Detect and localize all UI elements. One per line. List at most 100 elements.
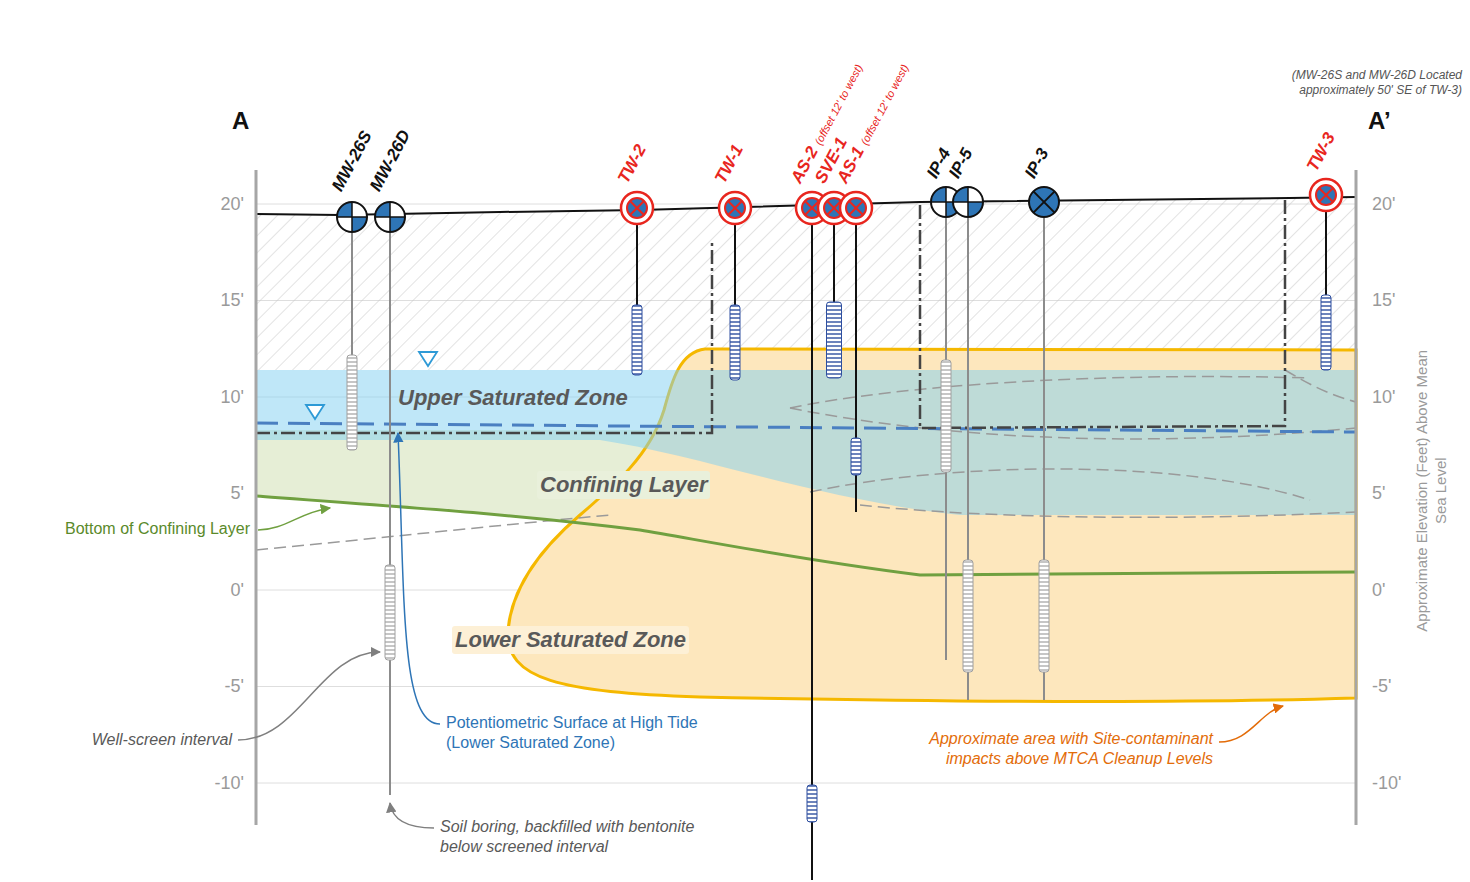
well-symbol-core (627, 198, 647, 218)
well-symbol-ring (840, 192, 872, 224)
elevation-tick: 5' (1372, 482, 1385, 505)
well-symbol-outline (337, 202, 367, 232)
well-symbol-cross (967, 187, 969, 217)
axis-line (255, 170, 258, 825)
axis-title-group: Approximate Elevation (Feet) Above Mean … (1282, 472, 1470, 510)
elevation-tick: -10' (215, 772, 244, 795)
well-screen (632, 305, 642, 375)
well-symbol-cross (729, 202, 742, 215)
well-symbol-outline (375, 202, 405, 232)
zone-label-group: Lower Saturated Zone (452, 626, 689, 654)
water-level-line (920, 198, 1285, 428)
section-end-label-group: A’ (1368, 106, 1391, 136)
offset-note: (offset 12' to west) (858, 62, 911, 147)
callout-label-group: Approximate area with Site-contaminant i… (883, 729, 1213, 769)
well-symbol (840, 192, 872, 224)
axis-title: Approximate Elevation (Feet) Above Mean … (1413, 341, 1451, 641)
elevation-tick-group: 15' (221, 289, 244, 312)
zone-label-group: Upper Saturated Zone (395, 384, 631, 412)
well-symbol-cross (351, 202, 353, 232)
well-symbol-cross (850, 202, 863, 215)
well-screen (1321, 295, 1331, 370)
elevation-tick: -5' (1372, 675, 1391, 698)
well-name-group: IP-3 (1022, 145, 1052, 181)
well-symbol-cross (1033, 191, 1054, 212)
elevation-tick-group: -5' (225, 675, 244, 698)
well-symbol-cross (806, 202, 819, 215)
water-level-line (256, 240, 712, 433)
lens-boundary (860, 505, 1356, 517)
well-name: TW-3 (1303, 129, 1339, 174)
elevation-tick: -5' (225, 675, 244, 698)
elevation-tick-group: 10' (1372, 386, 1395, 409)
well-symbol-ring (719, 192, 751, 224)
leader-line (258, 508, 330, 530)
elevation-tick: 20' (221, 193, 244, 216)
well-symbol-ring (621, 192, 653, 224)
lens-boundary (1285, 370, 1356, 402)
well-symbol-cross (850, 202, 863, 215)
elevation-tick-group: 5' (231, 482, 244, 505)
elevation-tick-group: 15' (1372, 289, 1395, 312)
well-symbol-core (725, 198, 745, 218)
elevation-tick: -10' (1372, 772, 1401, 795)
well-symbol-cross (1320, 189, 1333, 202)
callout-label-group: Bottom of Confining Layer (65, 519, 250, 539)
section-end-label: A’ (1368, 106, 1391, 136)
callout-label: Potentiometric Surface at High Tide (Low… (446, 713, 746, 753)
well-symbol-core (846, 198, 866, 218)
elevation-tick: 0' (1372, 579, 1385, 602)
well-name-group: TW-2 (615, 142, 649, 186)
section-end-label-group: A (232, 106, 249, 136)
well-casing (389, 233, 391, 795)
well-symbol (1029, 187, 1059, 217)
lens-boundary (810, 469, 1310, 500)
well-symbol-cross (729, 202, 742, 215)
elevation-tick-group: 20' (221, 193, 244, 216)
well-screen (827, 302, 842, 378)
well-symbol-cross (806, 202, 819, 215)
water-table-symbol (419, 352, 437, 366)
well-symbol-cross (1320, 189, 1333, 202)
well-name-group: TW-1 (712, 142, 746, 186)
well-symbol-cross (631, 202, 644, 215)
well-screen (963, 560, 973, 672)
elevation-tick: 15' (1372, 289, 1395, 312)
elevation-tick-group: 5' (1372, 482, 1385, 505)
well-casing (811, 224, 813, 880)
location-note: (MW-26S and MW-26D Located approximately… (1217, 68, 1462, 98)
confining-bottom-line (256, 496, 1356, 575)
well-screen (385, 565, 395, 660)
well-symbol (719, 192, 751, 224)
elevation-tick: 10' (221, 386, 244, 409)
well-symbol-ring (1310, 179, 1342, 211)
leader-line (398, 433, 440, 724)
well-name: IP-3 (1021, 145, 1052, 181)
well-symbol (621, 192, 653, 224)
elevation-tick-group: -10' (215, 772, 244, 795)
well-symbol-ground (1029, 187, 1059, 217)
elevation-tick-group: -5' (1372, 675, 1391, 698)
leader-line (1219, 706, 1283, 742)
offset-note: (offset 12' to west) (812, 62, 865, 147)
well-name-group: TW-3 (1304, 130, 1338, 174)
zone-label: Confining Layer (537, 471, 710, 499)
zone-label-group: Confining Layer (537, 471, 710, 499)
well-symbol-ground (953, 187, 983, 217)
zone-label: Upper Saturated Zone (395, 384, 631, 412)
well-symbol-ground (337, 202, 367, 232)
well-symbol (337, 202, 367, 232)
well-symbol (375, 202, 405, 232)
section-end-label: A (232, 106, 249, 136)
lens-boundary (790, 377, 1310, 408)
elevation-tick: 0' (231, 579, 244, 602)
callout-label: Bottom of Confining Layer (65, 519, 250, 539)
location-note-group: (MW-26S and MW-26D Located approximately… (1217, 68, 1462, 99)
callout-label-group: Potentiometric Surface at High Tide (Low… (446, 713, 746, 753)
zone-label: Lower Saturated Zone (452, 626, 689, 654)
well-symbol-cross (1033, 191, 1054, 212)
well-screen (807, 785, 817, 822)
leader-line (390, 803, 434, 828)
elevation-tick-group: 20' (1372, 193, 1395, 216)
